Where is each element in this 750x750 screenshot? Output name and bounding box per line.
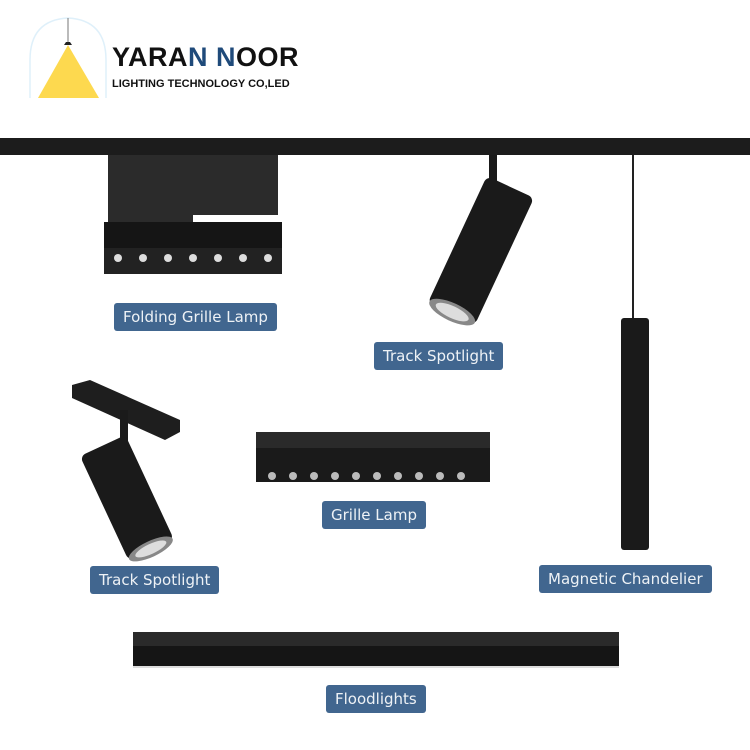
label-grille-lamp: Grille Lamp [322, 501, 426, 529]
label-track-spotlight-2: Track Spotlight [90, 566, 220, 594]
label-magnetic-chandelier: Magnetic Chandelier [539, 565, 712, 593]
label-folding-grille-lamp: Folding Grille Lamp [114, 303, 277, 331]
folding-grille-lamp-image [104, 155, 282, 274]
grille-lamp-image [256, 432, 490, 482]
logo-icon [29, 17, 107, 98]
track-rail [0, 138, 750, 155]
label-track-spotlight: Track Spotlight [374, 342, 504, 370]
label-floodlights: Floodlights [326, 685, 426, 713]
magnetic-chandelier-image [621, 155, 649, 550]
floodlight-image [133, 632, 619, 668]
track-spotlight-2-image [72, 380, 180, 562]
track-spotlight-1-image [429, 155, 533, 326]
logo-name: YARAN NOOR [112, 42, 300, 72]
logo-subtitle: LIGHTING TECHNOLOGY CO,LED [112, 78, 290, 90]
